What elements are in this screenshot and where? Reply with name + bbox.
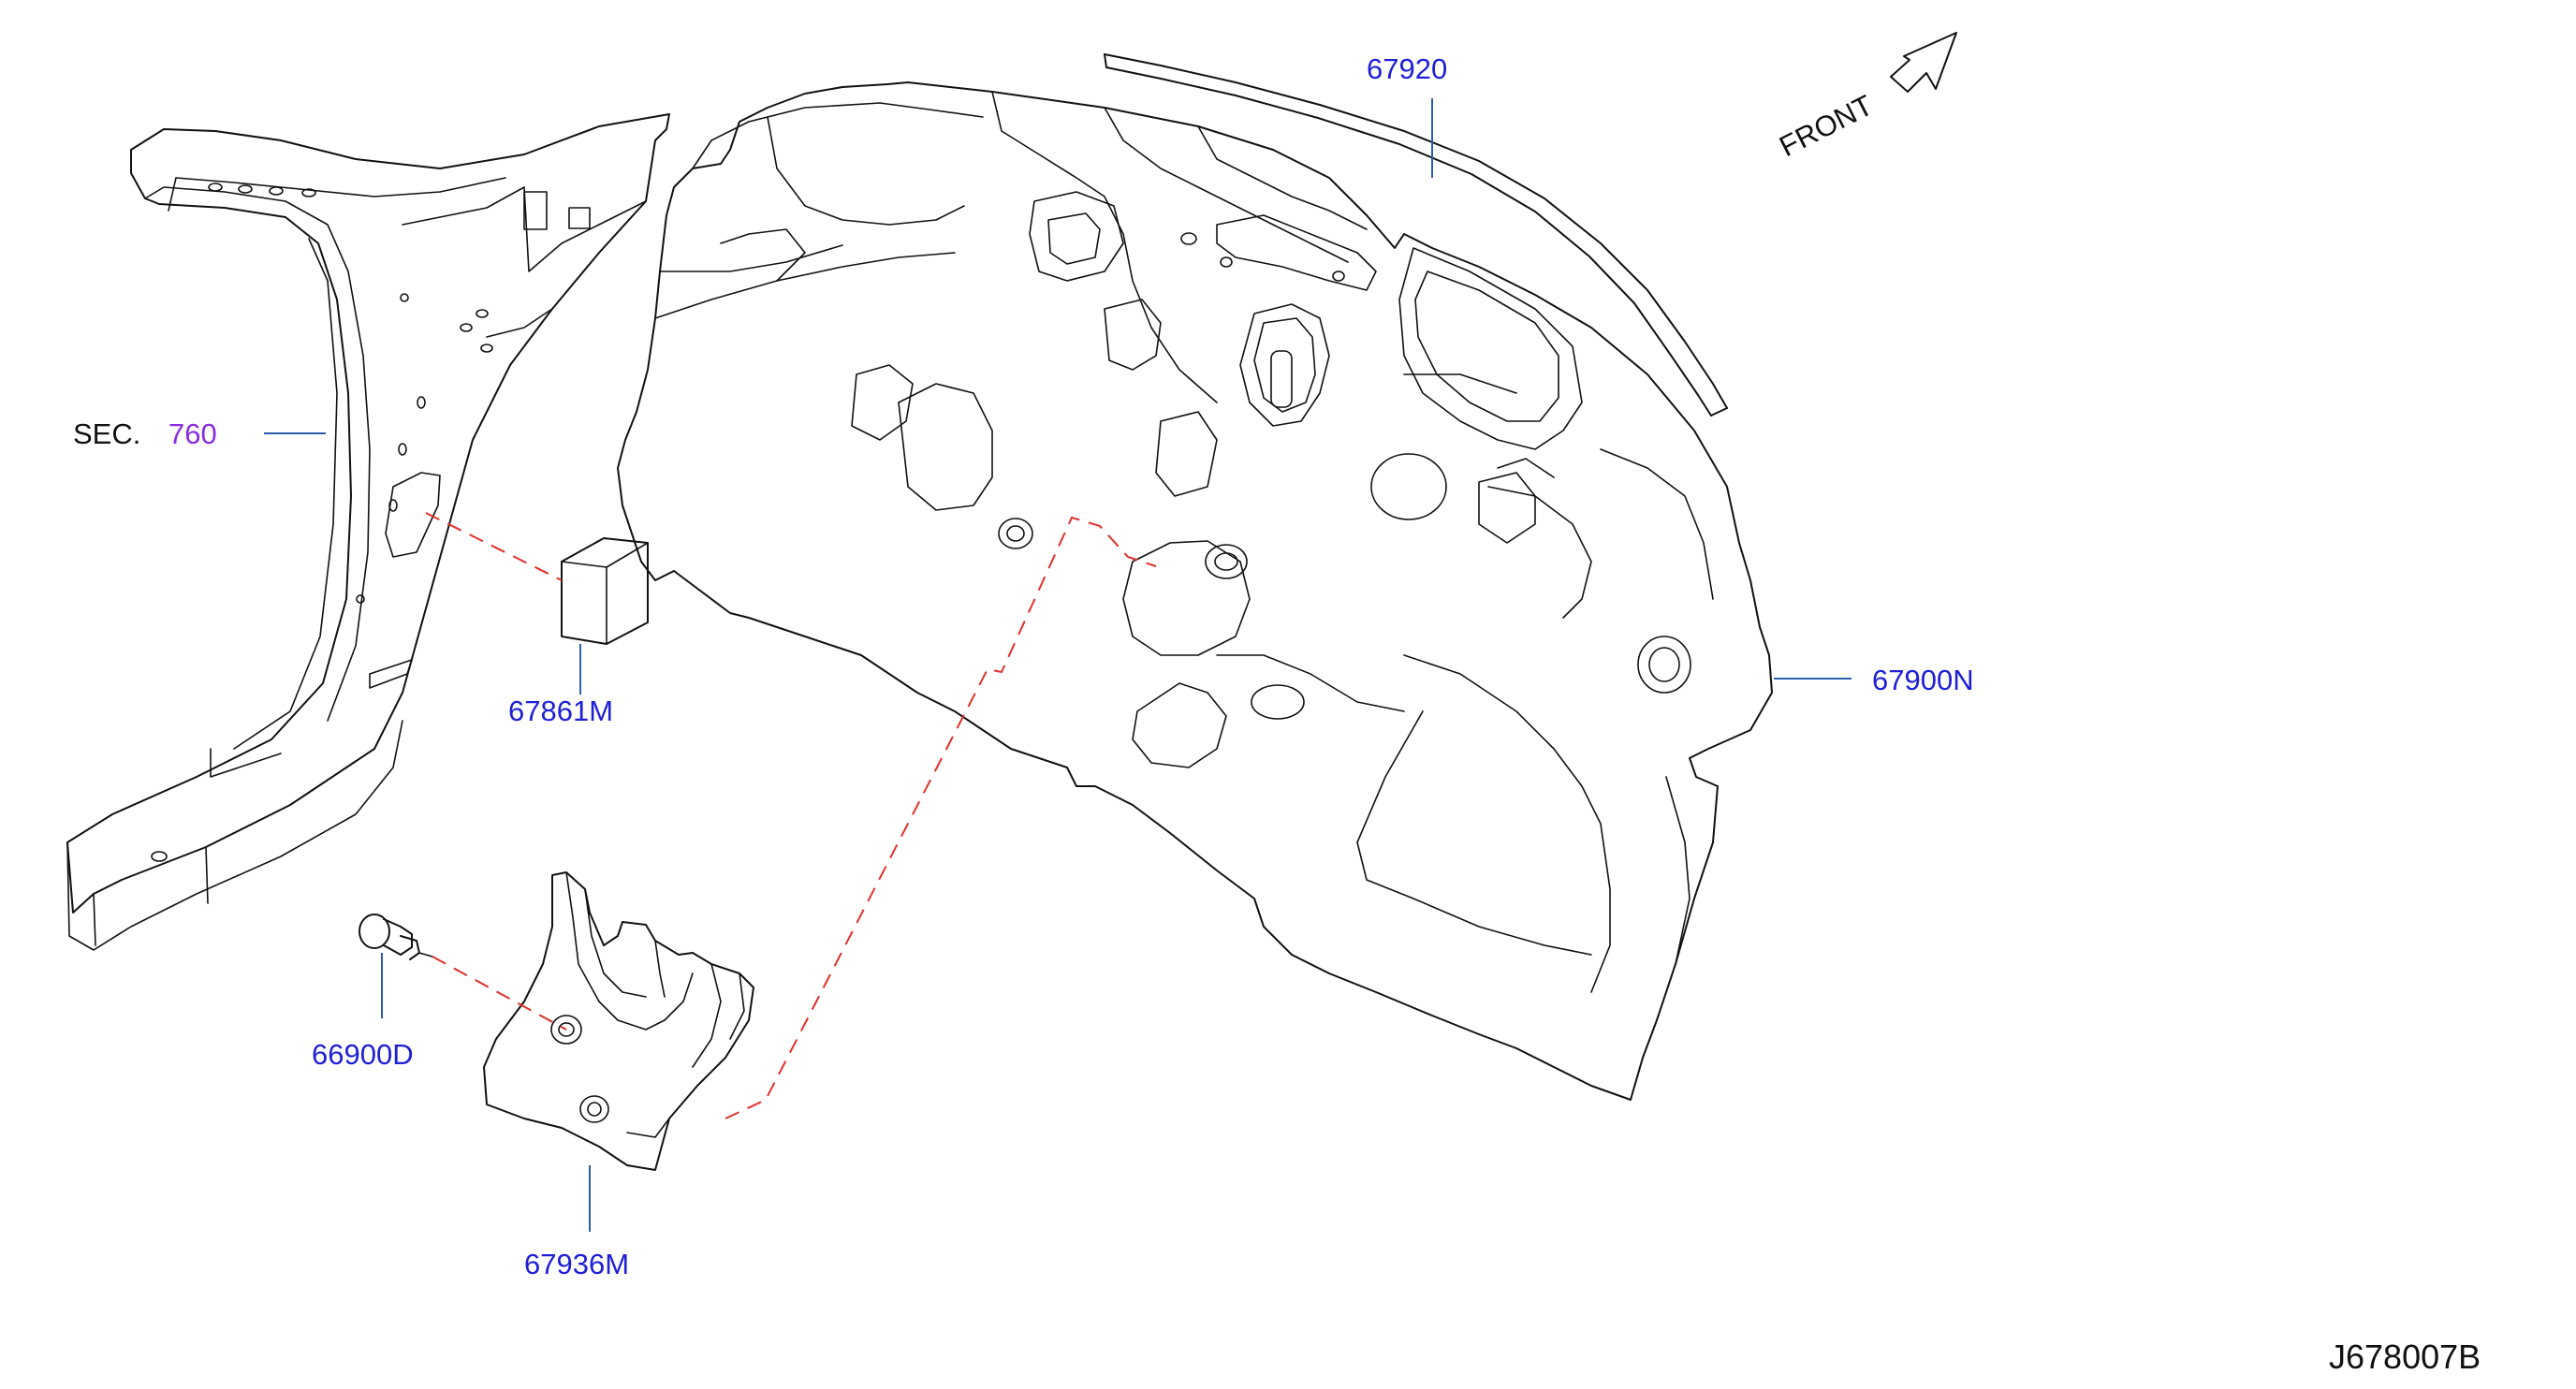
mount-line-clip [432, 956, 567, 1031]
callout-67920[interactable]: 67920 [1367, 52, 1447, 85]
dash-insulator-67900n [617, 81, 1773, 1101]
clip-66900d [359, 914, 433, 960]
callout-67900n[interactable]: 67900N [1872, 664, 1974, 696]
front-arrow-icon [1890, 32, 1957, 93]
front-label: FRONT [1774, 89, 1878, 164]
mount-line-insulator [724, 516, 1157, 1119]
section-number-760[interactable]: 760 [168, 417, 217, 450]
body-side-pillar [66, 113, 670, 951]
diagram-id: J678007B [2329, 1338, 2481, 1376]
section-prefix: SEC. [73, 417, 140, 450]
mount-line-pad [425, 512, 563, 581]
pad-67861m [561, 537, 649, 645]
callout-67936m[interactable]: 67936M [524, 1248, 629, 1280]
insulator-piece-67936m [483, 871, 754, 1171]
seal-strip-67920 [1104, 53, 1728, 417]
callout-66900d[interactable]: 66900D [312, 1038, 414, 1071]
callout-67861m[interactable]: 67861M [508, 694, 613, 727]
